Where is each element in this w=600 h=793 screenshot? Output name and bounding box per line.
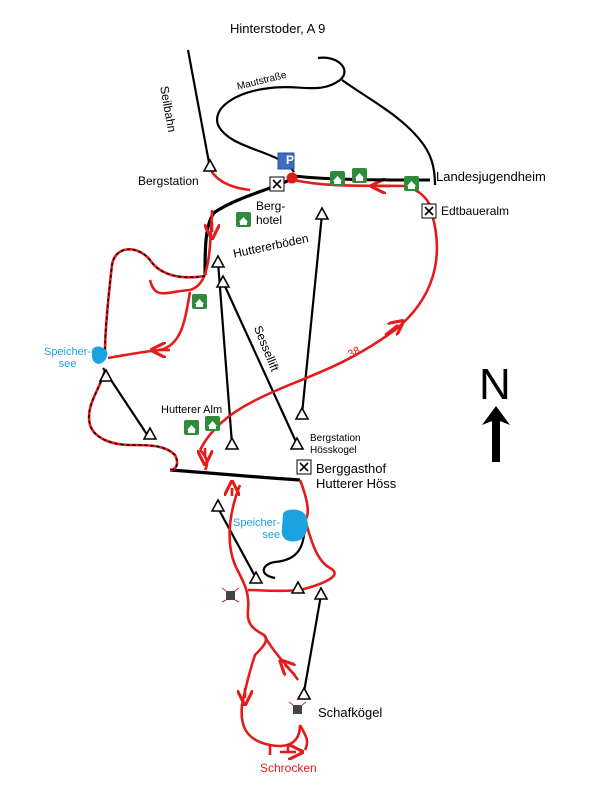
compass-north-letter: N xyxy=(479,360,511,409)
summit-triangle-icon xyxy=(296,686,312,700)
trail-38 xyxy=(198,213,439,451)
label-landesjugendheim: Landesjugendheim xyxy=(436,169,546,184)
hut-icon xyxy=(205,416,220,431)
seilbahn-line xyxy=(186,49,212,169)
summit-triangle-icon xyxy=(215,274,231,288)
label-speichersee-2: Speicher- see xyxy=(233,517,281,542)
summit-triangles xyxy=(98,158,330,700)
label-edtbaueralm: Edtbaueralm xyxy=(441,204,510,218)
label-hutterer-alm: Hutterer Alm xyxy=(161,404,223,416)
lake-road xyxy=(262,519,307,580)
arrow-38 xyxy=(384,325,398,337)
label-schafkoegel: Schafkögel xyxy=(318,705,383,720)
trail-lower-west-loop xyxy=(87,369,179,472)
lift-lower-left xyxy=(217,507,257,579)
summit-triangle-icon xyxy=(314,206,330,220)
trail-right-branch xyxy=(247,519,336,593)
hut-icon xyxy=(352,168,367,183)
restaurant-icon xyxy=(269,176,285,192)
trail-landesjugendheim xyxy=(293,178,434,213)
trail-west-loop-dash xyxy=(104,248,206,353)
lift-schafkoegel xyxy=(302,594,323,693)
label-berggasthof: Berggasthof Hutterer Höss xyxy=(316,461,397,491)
trail-west-descent xyxy=(148,209,214,295)
hut-icon xyxy=(184,420,199,435)
label-parking: P xyxy=(285,153,294,167)
hut-icon xyxy=(330,171,345,186)
hoess-road xyxy=(169,468,301,482)
label-bergstation: Bergstation xyxy=(138,174,199,188)
cross-icon xyxy=(221,587,240,603)
summit-triangle-icon xyxy=(248,570,264,584)
cross-markers xyxy=(221,587,307,714)
summit-triangle-icon xyxy=(142,426,158,440)
trail-lower-west-loop-dash xyxy=(88,369,178,471)
summit-triangle-icon xyxy=(290,580,306,594)
label-schrocken: Schrocken xyxy=(260,761,317,775)
lake-1 xyxy=(91,346,108,364)
arrow-schafkoegel xyxy=(285,665,295,675)
trail-inner xyxy=(107,291,192,360)
hut-icon xyxy=(192,294,207,309)
summit-triangle-icon xyxy=(98,368,114,382)
label-speichersee-1: Speicher- see xyxy=(44,346,92,371)
lakes xyxy=(91,346,308,542)
summit-triangle-icon xyxy=(224,436,240,450)
label-bergstation-hoesskogel: Bergstation Hösskogel xyxy=(310,433,361,456)
restaurant-icon xyxy=(296,459,312,475)
hut-icon xyxy=(236,212,251,227)
hut-icon xyxy=(404,176,419,191)
restaurant-icon xyxy=(421,203,437,219)
cross-icon xyxy=(288,701,307,714)
label-hinterstoder: Hinterstoder, A 9 xyxy=(230,21,326,36)
summit-triangle-icon xyxy=(210,254,226,268)
lift-huttererboeden-alm xyxy=(216,261,234,445)
lake-2 xyxy=(281,509,308,542)
parking-icon xyxy=(277,152,295,170)
lift-bergstation-right xyxy=(300,213,324,415)
trails xyxy=(87,167,439,755)
label-berghotel: Berg- hotel xyxy=(256,199,286,227)
hut-badges xyxy=(184,168,419,435)
berghotel-marker-icon xyxy=(286,172,298,184)
summit-triangle-icon xyxy=(313,586,329,600)
trail-west-loop xyxy=(103,248,206,353)
summit-triangle-icon xyxy=(202,158,218,172)
restaurant-badges xyxy=(269,176,437,475)
north-arrow-icon xyxy=(482,406,510,462)
summit-triangle-icon xyxy=(289,436,305,450)
lift-huttererboeden-hoesskogel xyxy=(221,281,299,445)
mautstrasse-road xyxy=(215,56,437,186)
trail-schafkoegel-loop xyxy=(262,634,309,751)
summit-triangle-icon xyxy=(210,498,226,512)
summit-triangle-icon xyxy=(294,406,310,420)
